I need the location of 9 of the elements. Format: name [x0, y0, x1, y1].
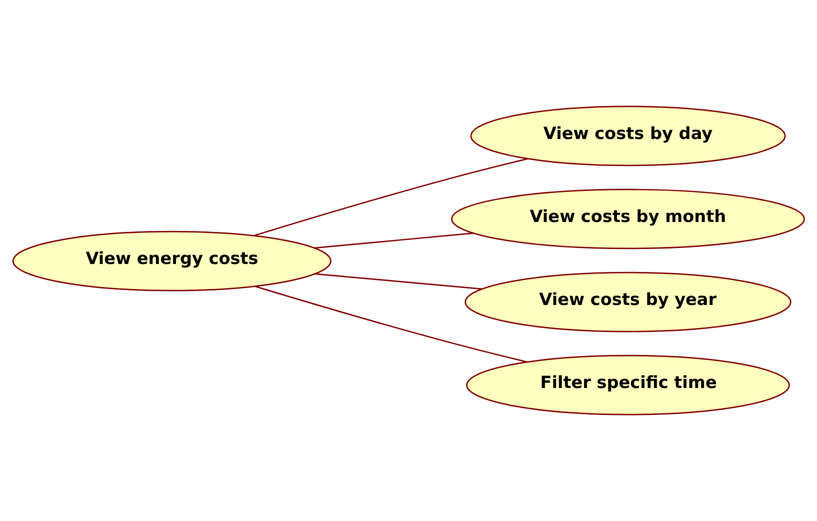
node-ellipse: View costs by day [470, 106, 786, 166]
node-ellipse: View costs by year [464, 272, 792, 332]
connector [315, 273, 482, 290]
node-ellipse: View costs by month [451, 188, 805, 250]
node-ellipse: View energy costs [12, 230, 332, 292]
node-ellipse: Filter specific time [466, 354, 790, 416]
connector [314, 232, 474, 249]
connector [255, 286, 527, 363]
connector [254, 158, 528, 236]
